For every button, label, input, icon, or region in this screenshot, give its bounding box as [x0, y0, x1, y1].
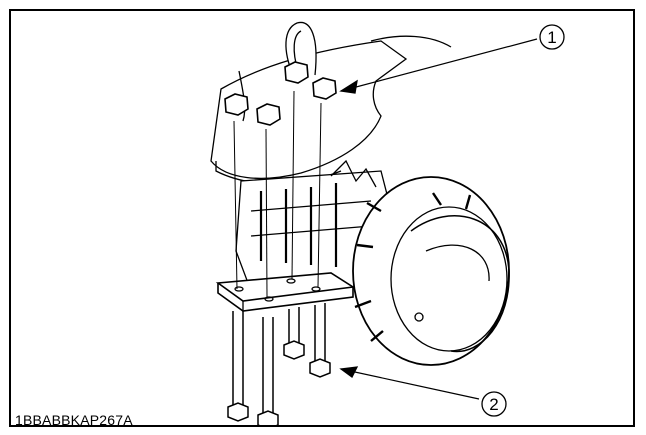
axle-clamp-illustration: 1 2 [210, 21, 565, 425]
clamp-plate [215, 272, 356, 312]
callout-1-label: 1 [547, 28, 556, 47]
figure-frame: 1 2 1BBABBKAP267A [9, 9, 635, 428]
callout-1: 1 [339, 24, 565, 94]
bolts [227, 303, 331, 425]
callout-2-label: 2 [489, 395, 498, 414]
assembly-lines [233, 90, 322, 298]
top-nuts [224, 61, 337, 126]
figure-caption: 1BBABBKAP267A [15, 412, 133, 428]
wheel-hub [352, 176, 510, 366]
callout-2: 2 [339, 366, 507, 417]
